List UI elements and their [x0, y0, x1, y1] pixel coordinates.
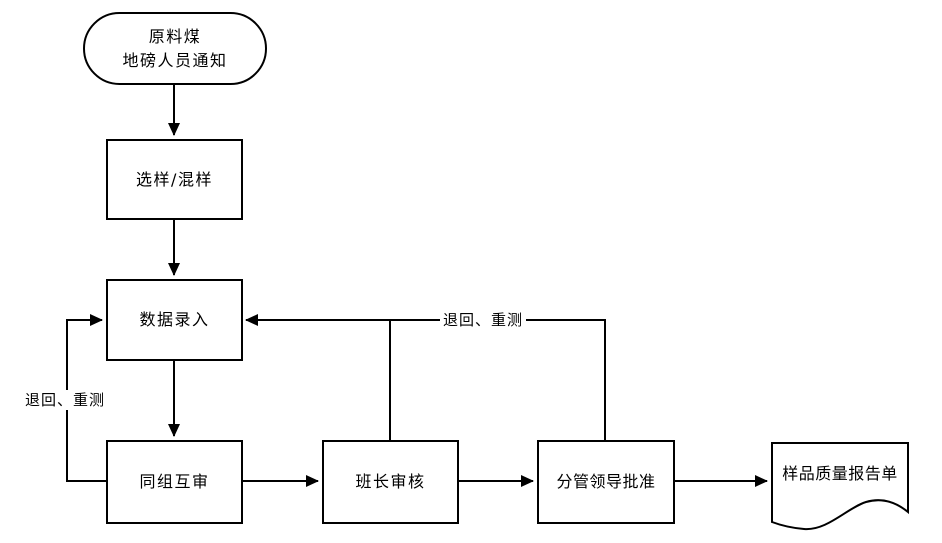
- edge-label-top-feedback: 退回、重测: [440, 310, 526, 330]
- node-sample-mix: 选样/混样: [106, 139, 243, 220]
- node-leader-approval: 分管领导批准: [537, 440, 675, 524]
- node-foreman-review: 班长审核: [322, 440, 459, 524]
- node-leader-approval-label: 分管领导批准: [556, 472, 656, 491]
- document-shape-outline: [771, 442, 909, 531]
- connector-leader-feedback-to-entry: [245, 314, 606, 440]
- node-start-label-line1: 原料煤: [148, 26, 202, 46]
- node-peer-review: 同组互审: [106, 440, 243, 524]
- node-start-terminator: 原料煤 地磅人员通知: [83, 12, 267, 85]
- node-report-document: 样品质量报告单: [771, 442, 909, 534]
- node-peer-review-label: 同组互审: [139, 472, 210, 491]
- node-foreman-review-label: 班长审核: [355, 472, 426, 491]
- node-data-entry-label: 数据录入: [139, 310, 210, 329]
- node-data-entry: 数据录入: [106, 279, 243, 361]
- node-report-label: 样品质量报告单: [782, 464, 898, 483]
- node-sample-mix-label: 选样/混样: [136, 169, 213, 189]
- node-start-label-line2: 地磅人员通知: [122, 50, 228, 70]
- edge-label-left-feedback: 退回、重测: [22, 390, 108, 410]
